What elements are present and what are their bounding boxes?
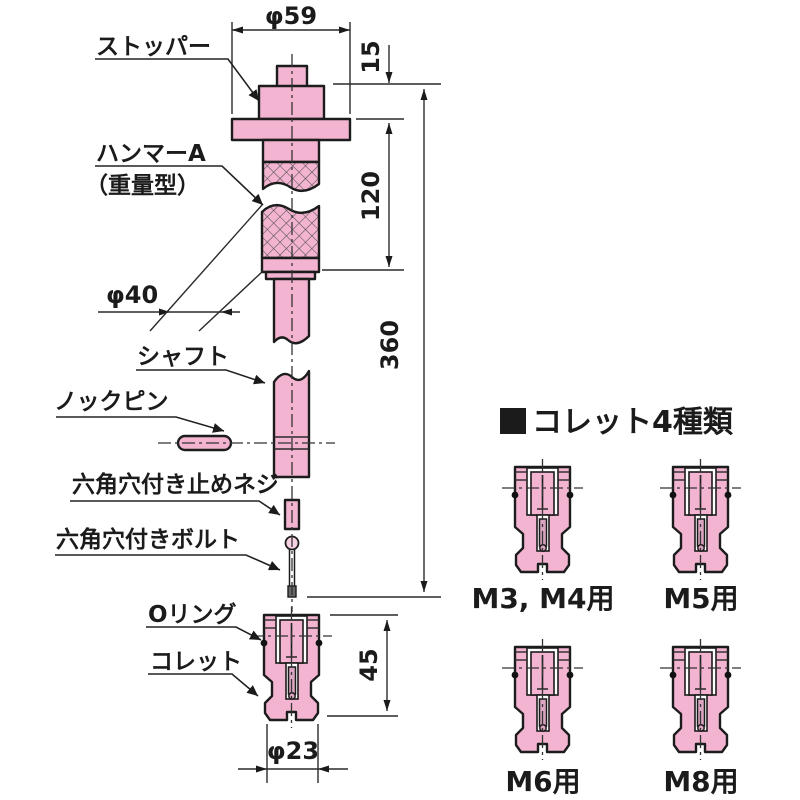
label-hammer-line1: ハンマーA (96, 141, 206, 167)
label-o-ring: Oリング (148, 601, 237, 628)
leader-o-ring (146, 626, 262, 641)
part-label-callouts: ストッパー ハンマーA （重量型） シャフト ノックピン 六角穴付き止めネジ 六… (54, 34, 281, 697)
main-assembly-drawing (158, 54, 352, 730)
leader-collet (148, 673, 259, 697)
leader-hammer (95, 165, 264, 206)
label-set-screw: 六角穴付き止めネジ (72, 471, 279, 498)
stopper-flange-shape (230, 117, 352, 142)
heading-bullet-icon (500, 408, 526, 434)
collet-variant-label-m3m4: M3, M4用 (471, 582, 614, 615)
dim-text-phi59: φ59 (265, 2, 317, 30)
label-knock-pin: ノックピン (54, 389, 169, 415)
dim-text-360: 360 (376, 320, 404, 370)
dim-text-45: 45 (355, 648, 383, 681)
collet-variant-shape-m5 (658, 457, 743, 582)
collet-variant-label-m5: M5用 (663, 582, 738, 615)
collet-variant-label-m6: M6用 (505, 765, 580, 798)
collet-variant-shape-m8 (658, 637, 743, 762)
label-stopper: ストッパー (96, 34, 211, 60)
collet-panel: コレット4種類 M3, M4用 M5用 M6用 M8用 (471, 405, 743, 798)
leader-socket-bolt (55, 554, 281, 571)
collet-variant-shape-m3m4 (500, 457, 585, 582)
dim-text-phi23: φ23 (267, 737, 319, 765)
leader-knock-pin (56, 416, 225, 433)
leader-shaft (136, 369, 266, 385)
collet-variant-label-m8: M8用 (663, 765, 738, 798)
label-shaft: シャフト (137, 344, 229, 370)
collet-section-shape (249, 605, 334, 730)
label-socket-bolt: 六角穴付きボルト (56, 526, 240, 553)
collet-panel-heading: コレット4種類 (532, 405, 734, 440)
label-hammer-line2: （重量型） (85, 172, 200, 199)
hammer-neck-shape (261, 138, 321, 164)
label-collet: コレット (150, 649, 242, 675)
hammer-grip-upper-shape (261, 160, 321, 192)
leader-set-screw (70, 500, 281, 516)
hammer-base-band-shape (260, 256, 321, 274)
dim-text-phi40: φ40 (106, 281, 158, 309)
dimension-annotations: φ59 15 120 360 45 φ23 φ40 (98, 2, 441, 783)
hammer-grip-lower-shape (260, 204, 321, 260)
dim-text-15: 15 (357, 40, 385, 73)
collet-variant-shape-m6 (500, 637, 585, 762)
dim-text-120: 120 (357, 171, 385, 221)
leader-stopper (95, 58, 260, 102)
